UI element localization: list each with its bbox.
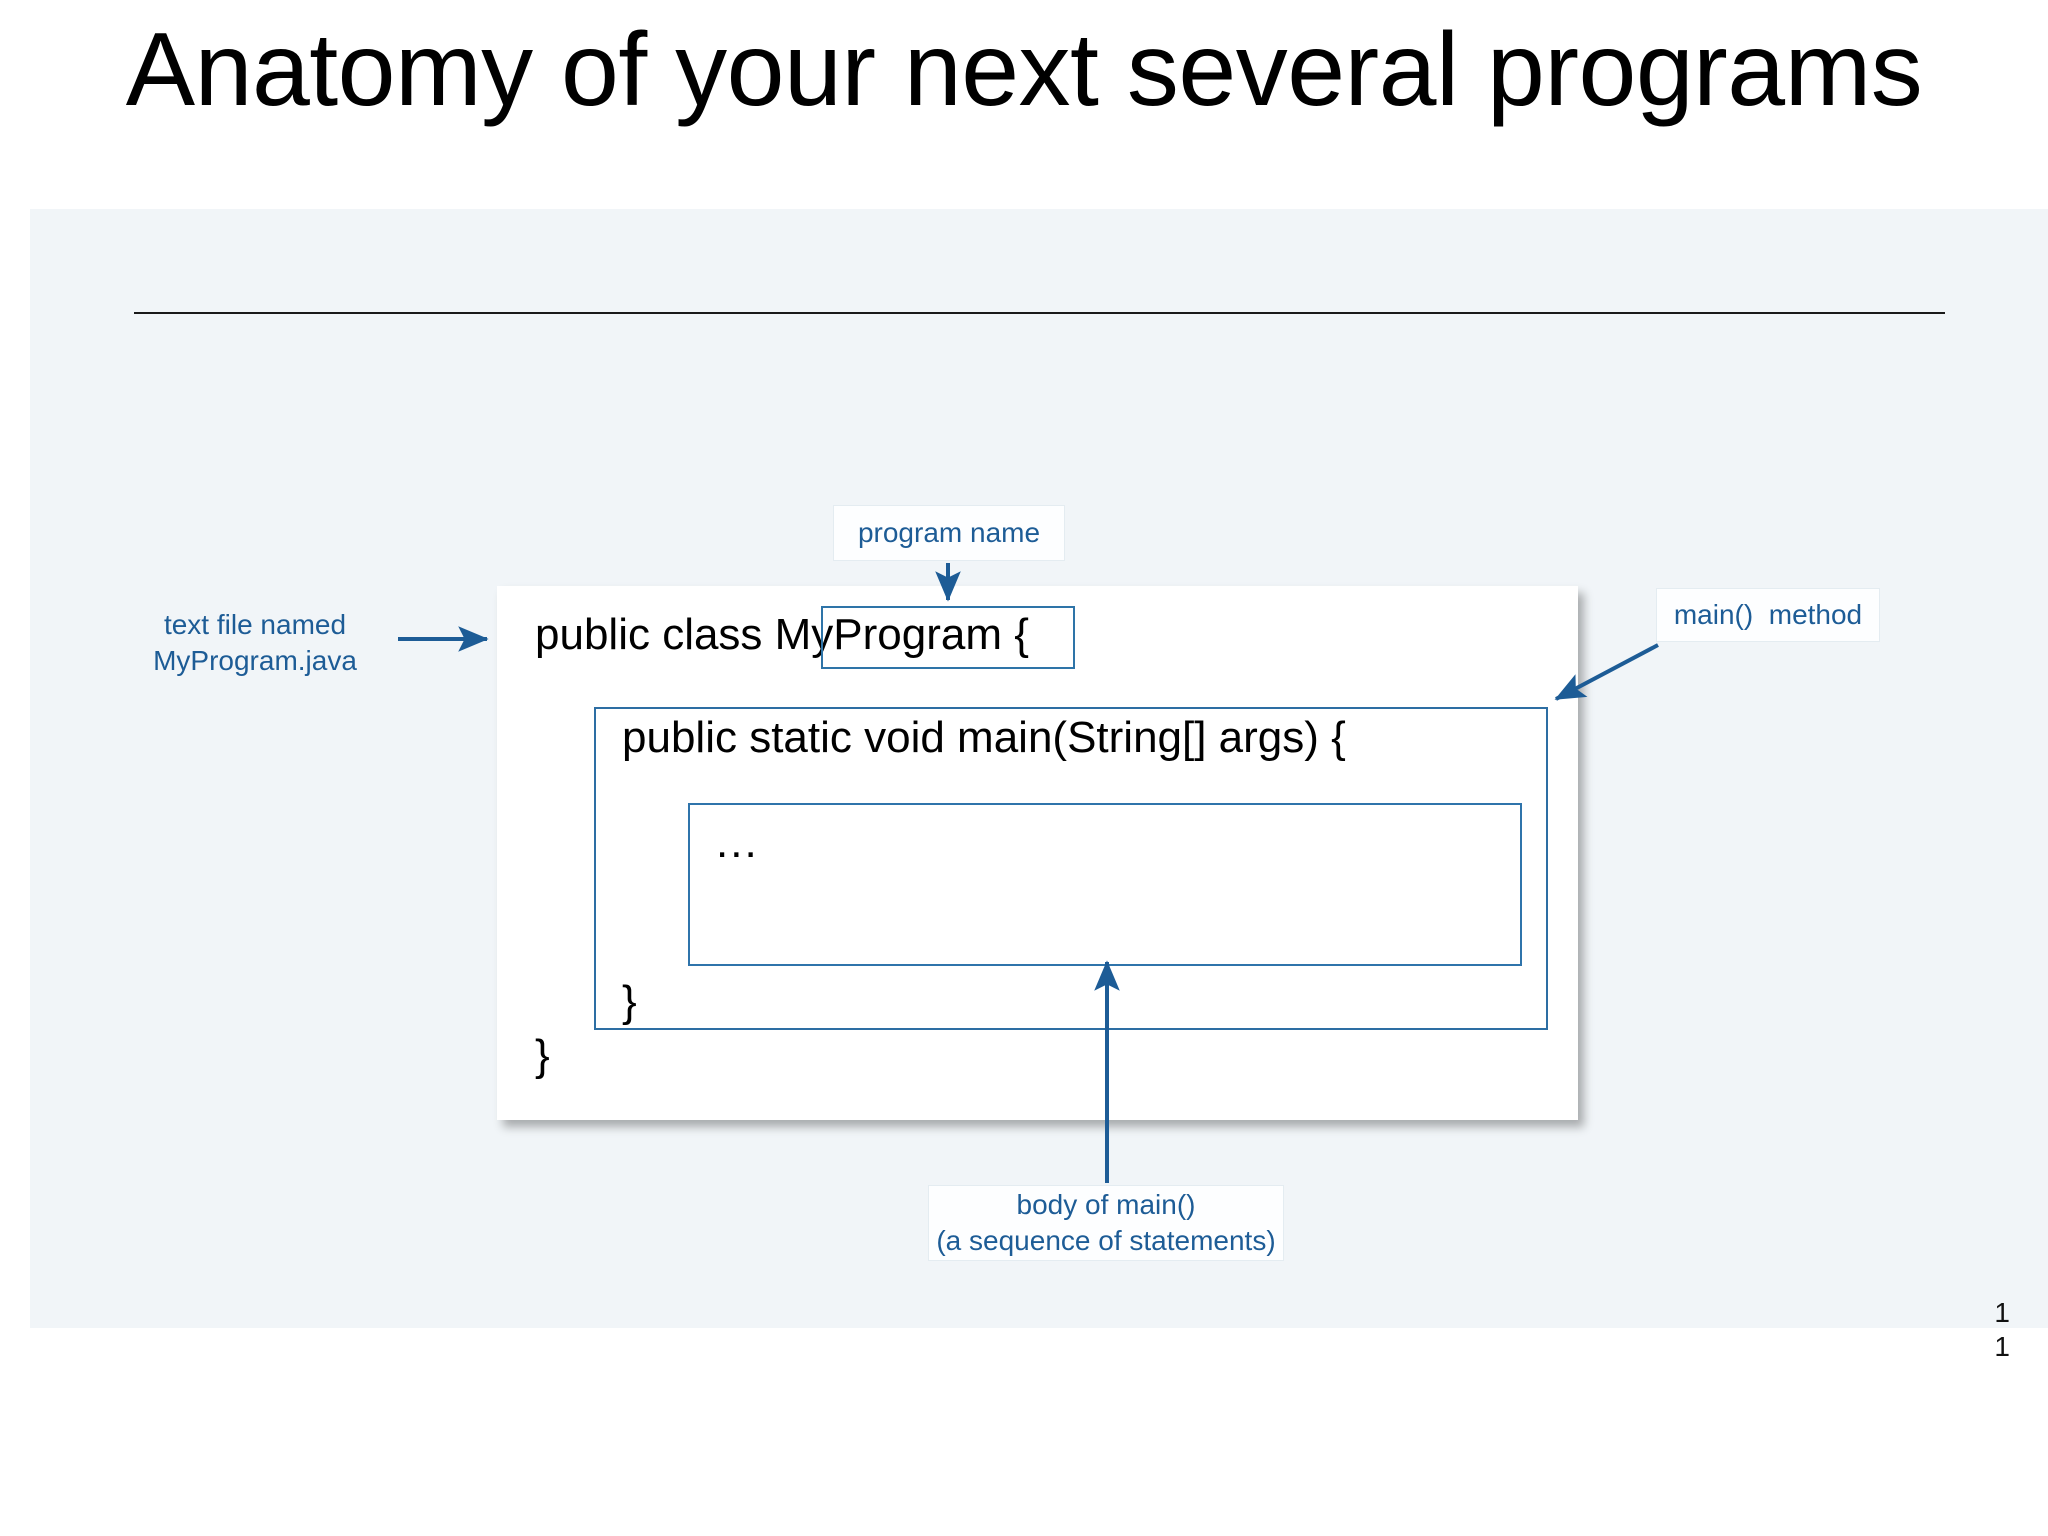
callout-program-name-label: program name (857, 516, 1041, 548)
page-number-bottom: 1 (1994, 1331, 2010, 1362)
code-line-main-signature: public static void main(String[] args) { (622, 713, 1346, 762)
highlight-box-program-name (821, 606, 1075, 669)
page-title: Anatomy of your next several programs (125, 12, 1923, 128)
callout-text-file[interactable]: text file named MyProgram.java (140, 605, 370, 681)
callout-main-method-label: main() method (1673, 598, 1863, 630)
page-number-top: 1 (1994, 1297, 2010, 1328)
callout-body-of-main-line1: body of main() (1016, 1188, 1196, 1220)
callout-body-of-main[interactable]: body of main() (a sequence of statements… (928, 1185, 1284, 1261)
code-line-body-placeholder: ... (716, 818, 759, 867)
title-divider (134, 312, 1945, 314)
code-card (497, 586, 1578, 1120)
callout-program-name[interactable]: program name (833, 505, 1065, 561)
callout-body-of-main-line2: (a sequence of statements) (936, 1225, 1276, 1256)
callout-text-file-line1: text file named (163, 608, 347, 640)
callout-main-method[interactable]: main() method (1656, 588, 1880, 642)
callout-text-file-line2: MyProgram.java (153, 645, 357, 676)
code-line-close-main-brace: } (622, 977, 637, 1026)
code-line-close-class-brace: } (535, 1031, 550, 1080)
highlight-box-main-body (688, 803, 1522, 966)
highlight-box-main-method (594, 707, 1548, 1030)
code-line-class-declaration: public class MyProgram { (535, 610, 1029, 659)
